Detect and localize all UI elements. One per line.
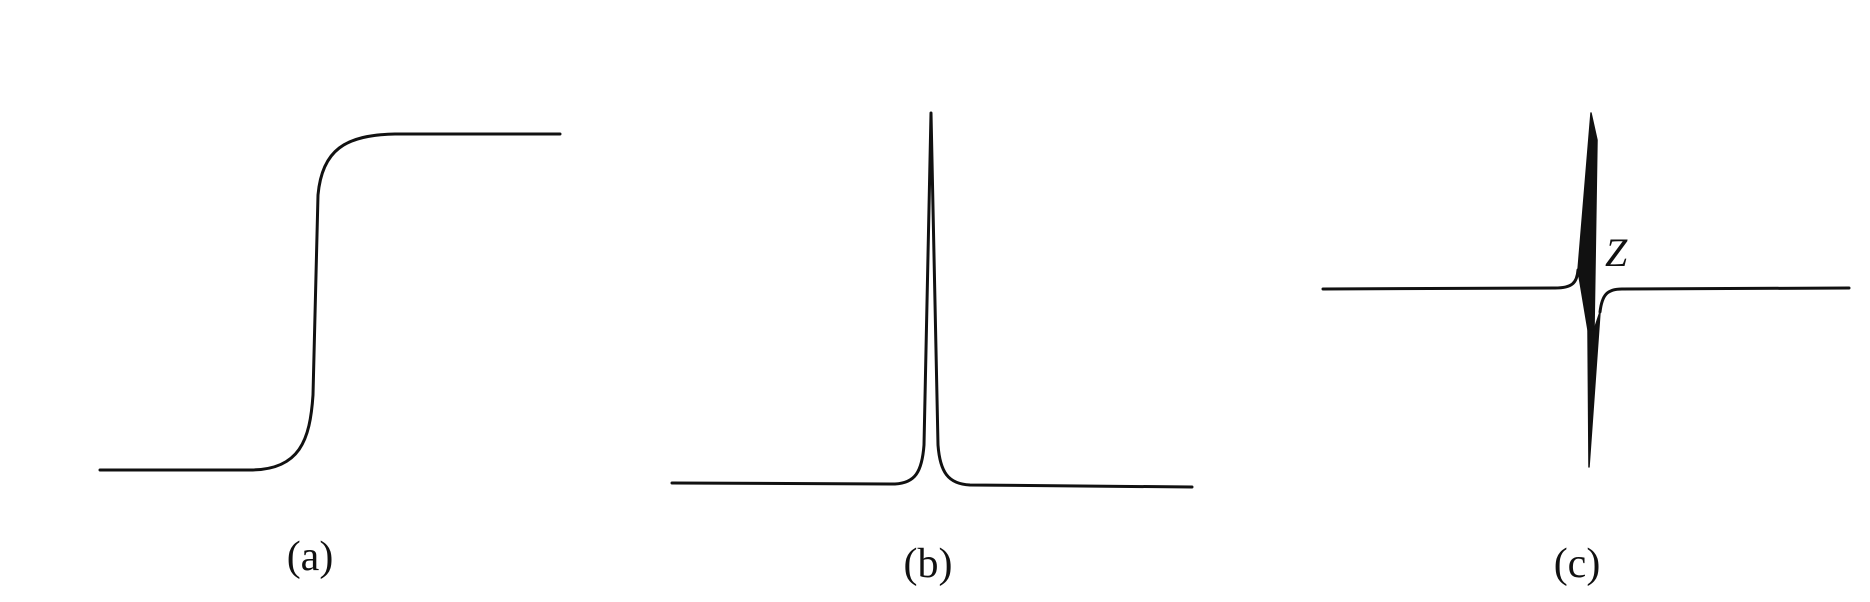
- panel-c: Z (c): [1321, 112, 1851, 587]
- panel-b-caption: (b): [904, 541, 953, 587]
- panel-a-caption: (a): [287, 534, 334, 580]
- panel-a-step-curve: [98, 132, 562, 472]
- panel-a: (a): [98, 132, 562, 580]
- panel-c-lower-lobe: [1587, 311, 1601, 468]
- panel-c-left-baseline: [1321, 268, 1580, 291]
- panel-b-peak-curve: [670, 111, 1194, 489]
- panel-b: (b): [670, 111, 1194, 587]
- panel-c-caption: (c): [1554, 541, 1601, 587]
- panel-c-upper-lobe: [1577, 112, 1598, 331]
- zero-crossing-label: Z: [1605, 230, 1628, 275]
- panel-c-right-baseline: [1598, 286, 1851, 314]
